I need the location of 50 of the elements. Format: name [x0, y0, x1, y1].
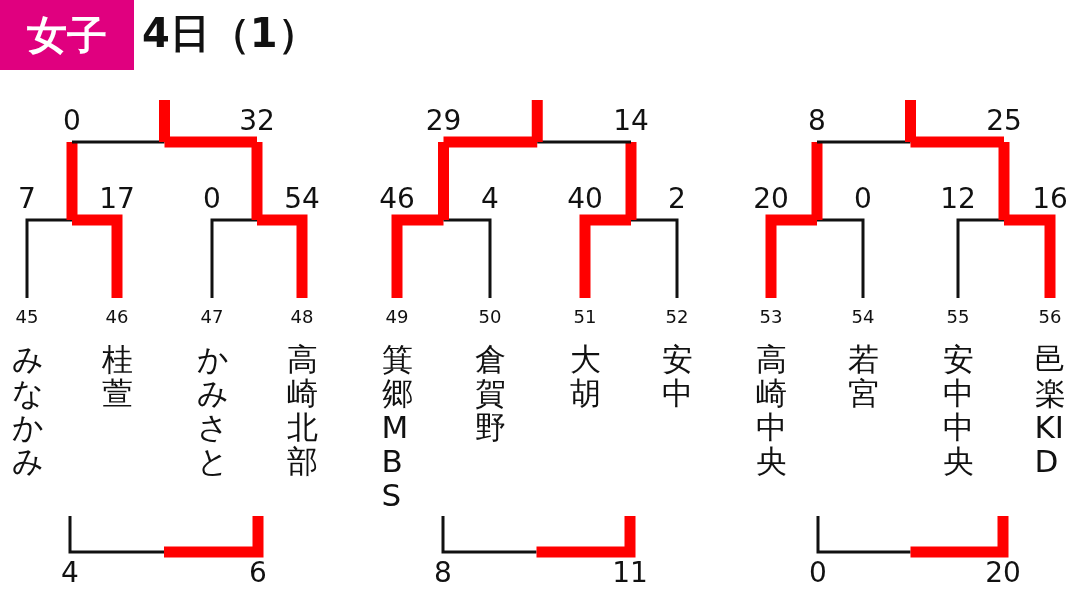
category-tag: 女子 — [0, 0, 134, 70]
score: 46 — [379, 182, 415, 215]
match-number: 49 — [385, 306, 409, 327]
score: 25 — [986, 104, 1022, 137]
score: 32 — [239, 104, 275, 137]
score: 20 — [985, 556, 1021, 589]
score: 14 — [613, 104, 649, 137]
match-number: 50 — [478, 306, 502, 327]
score: 4 — [481, 182, 499, 215]
match-number: 46 — [105, 306, 129, 327]
title: 4日（1） — [142, 9, 318, 58]
score: 20 — [753, 182, 789, 215]
score: 2 — [668, 182, 686, 215]
score: 11 — [612, 556, 648, 589]
match-number: 55 — [946, 306, 970, 327]
team-name: 箕郷MBS — [381, 342, 413, 513]
match-number: 56 — [1038, 306, 1062, 327]
score: 8 — [808, 104, 826, 137]
score: 54 — [284, 182, 320, 215]
match-number: 54 — [851, 306, 875, 327]
team-name: 高崎中央 — [755, 342, 787, 479]
score: 40 — [567, 182, 603, 215]
team-name: 邑楽KID — [1034, 342, 1066, 479]
score: 0 — [203, 182, 221, 215]
match-number: 48 — [290, 306, 314, 327]
team-name: 高崎北部 — [286, 342, 318, 479]
score: 17 — [99, 182, 135, 215]
match-number: 47 — [200, 306, 224, 327]
score: 29 — [425, 104, 462, 137]
team-name: みなかみ — [11, 342, 43, 479]
score: 6 — [249, 556, 267, 589]
team-name: 安中 — [661, 342, 693, 411]
team-name: かみさと — [196, 342, 228, 479]
score: 12 — [940, 182, 976, 215]
team-name: 大胡 — [569, 342, 601, 411]
score: 0 — [854, 182, 872, 215]
score: 16 — [1032, 182, 1068, 215]
match-number: 52 — [665, 306, 689, 327]
team-name: 桂萱 — [101, 342, 133, 411]
team-name: 安中中央 — [942, 342, 974, 479]
score: 8 — [434, 556, 452, 589]
match-number: 45 — [15, 306, 39, 327]
score: 0 — [809, 556, 827, 589]
score: 0 — [63, 104, 81, 137]
score: 7 — [18, 182, 36, 215]
team-name: 若宮 — [847, 342, 879, 411]
match-number: 53 — [759, 306, 783, 327]
score: 4 — [61, 556, 79, 589]
team-name: 倉賀野 — [474, 342, 506, 445]
match-number: 51 — [573, 306, 597, 327]
